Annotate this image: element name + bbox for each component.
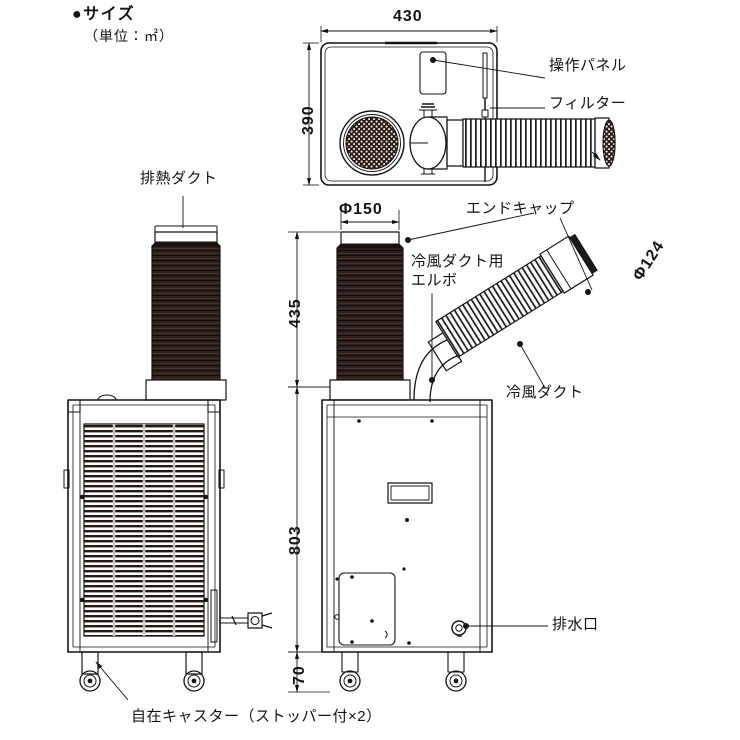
callout-exhaust-duct: 排熱ダクト bbox=[140, 170, 218, 187]
callout-cold-duct-elbow: 冷風ダクト用 エルボ bbox=[411, 253, 505, 289]
top-view-leaders bbox=[430, 57, 546, 109]
callout-filter: フィルター bbox=[549, 95, 627, 112]
page-title: ●サイズ bbox=[72, 5, 135, 25]
callout-caster: 自在キャスター（ストッパー付×2） bbox=[131, 708, 382, 725]
dimension-width-430: 430 bbox=[393, 8, 423, 25]
dimension-duct-diameter-150: Φ150 bbox=[339, 201, 383, 218]
title-bullet: ● bbox=[72, 6, 84, 23]
dimension-body-height-803: 803 bbox=[287, 525, 304, 555]
callout-end-cap: エンドキャップ bbox=[466, 200, 575, 217]
callout-cold-duct: 冷風ダクト bbox=[506, 384, 584, 401]
front-view-group bbox=[288, 210, 598, 693]
callout-drain-port: 排水口 bbox=[552, 616, 599, 633]
dimension-caster-height-70: 70 bbox=[291, 665, 308, 685]
page-subtitle: （単位：㎡） bbox=[84, 28, 174, 44]
top-view-group bbox=[303, 26, 616, 186]
dimension-depth-390: 390 bbox=[300, 105, 317, 135]
side-view-group bbox=[63, 196, 273, 701]
dimension-upper-height-435: 435 bbox=[287, 298, 304, 328]
callout-control-panel: 操作パネル bbox=[549, 57, 627, 74]
title-text: サイズ bbox=[83, 6, 136, 23]
